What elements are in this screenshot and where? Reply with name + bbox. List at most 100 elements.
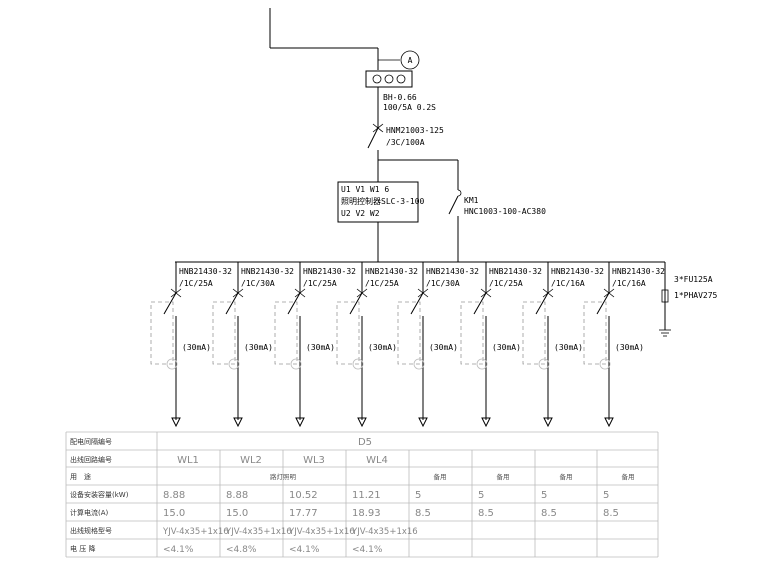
branch-2-rcd-label: (30mA) [244,343,273,352]
branch-1-rcd-box [150,301,174,365]
table-cable-cell: YJV-4x35+1x16 [288,527,355,537]
branch-7-breaker-model: HNB21430-32 [551,267,604,276]
branch-8-breaker-blade [596,292,610,315]
table-cable-cell: YJV-4x35+1x16 [162,527,229,537]
branch-2-rcd-box [212,301,236,365]
branch-8-rcd-box [583,301,607,365]
branch-7-arrow [543,417,553,428]
spd-fuse [661,289,669,303]
contactor-id: KM1 [464,196,479,205]
branch-7-breaker-blade [535,292,549,315]
branch-1-rcd-sensor [166,358,178,370]
branch-4-breaker-rating: /1C/25A [365,279,399,288]
main-breaker-blade [367,127,379,149]
branch-5-rcd-sensor [413,358,425,370]
branch-6-rcd-label: (30mA) [492,343,521,352]
table-current-cell: 17.77 [289,508,318,519]
controller-model: 照明控制器SLC-3-100 [341,196,425,206]
branch-5-arrow [418,417,428,428]
table-circuit-id: WL1 [177,455,199,466]
ct-coil-1 [372,74,382,84]
meter-marker-label: A [408,56,413,65]
branch-1-arrow [171,417,181,428]
table-purpose-spare: 备用 [497,472,510,481]
branch-4-breaker-blade [349,292,363,315]
table-row-label: 配电间隔编号 [70,437,112,446]
table-current-cell: 8.5 [478,508,494,519]
branch-5-breaker-blade [410,292,424,315]
branch-6-breaker-blade [473,292,487,315]
table-vdrop-cell: <4.1% [163,545,194,555]
controller-terminals-in: U1 V1 W1 6 [341,185,389,194]
branch-7-rcd-box [522,301,546,365]
branch-6-breaker-rating: /1C/25A [489,279,523,288]
branch-circuits: HNB21430-32/1C/25A (30mA) HNB21430-32/1C/3… [150,262,665,428]
table-circuit-id: WL4 [366,455,388,466]
ct-coil-2 [384,74,394,84]
table-row-label: 设备安装容量(kW) [70,490,129,499]
table-cable-cell: YJV-4x35+1x16 [351,527,418,537]
table-capacity-cell: 8.88 [163,490,185,501]
branch-3-rcd-sensor [290,358,302,370]
branch-3-rcd-label: (30mA) [306,343,335,352]
branch-3-breaker-blade [287,292,301,315]
table-row-label: 计算电流(A) [70,508,109,517]
branch-1-breaker-model: HNB21430-32 [179,267,232,276]
ct-ratio: 100/5A 0.2S [383,103,436,112]
table-cable-cell: YJV-4x35+1x16 [225,527,292,537]
branch-1-rcd-label: (30mA) [182,343,211,352]
branch-7-rcd-label: (30mA) [554,343,583,352]
table-current-cell: 15.0 [163,508,185,519]
contactor-model: HNC1003-100-AC380 [464,207,546,216]
table-capacity-cell: 5 [603,490,609,501]
contactor-blade [448,195,459,215]
main-breaker-model: HNM21003-125 [386,126,444,135]
ct-coil-3 [396,74,406,84]
spd-model-label: 1*PHAV275 [674,291,718,300]
table-current-cell: 15.0 [226,508,248,519]
branch-3-arrow [295,417,305,428]
branch-4-rcd-sensor [352,358,364,370]
table-row-label: 用 途 [70,472,91,481]
branch-8-breaker-rating: /1C/16A [612,279,646,288]
branch-4-breaker-model: HNB21430-32 [365,267,418,276]
table-purpose-spare: 备用 [434,472,447,481]
branch-4-arrow [357,417,367,428]
branch-8-rcd-sensor [599,358,611,370]
table-panel-id: D5 [358,437,372,448]
table-vdrop-cell: <4.1% [352,545,383,555]
table-circuit-id: WL2 [240,455,262,466]
main-breaker-rating: /3C/100A [386,138,425,147]
branch-4-rcd-box [336,301,360,365]
meter-marker-circle [400,50,420,70]
current-transformer [365,70,413,88]
branch-3-breaker-rating: /1C/25A [303,279,337,288]
branch-1-breaker-rating: /1C/25A [179,279,213,288]
controller-terminals-out: U2 V2 W2 [341,209,380,218]
branch-8-arrow [604,417,614,428]
table-row-label: 出线回路编号 [70,455,112,464]
branch-7-rcd-sensor [538,358,550,370]
branch-5-breaker-model: HNB21430-32 [426,267,479,276]
table-row-label: 电 压 降 [70,544,95,553]
table-vdrop-cell: <4.1% [289,545,320,555]
contactor-coil-mark [457,189,462,197]
branch-3-breaker-model: HNB21430-32 [303,267,356,276]
branch-8-rcd-label: (30mA) [615,343,644,352]
table-capacity-cell: 5 [415,490,421,501]
ct-type: BH-0.66 [383,93,417,102]
branch-5-breaker-rating: /1C/30A [426,279,460,288]
table-current-cell: 8.5 [415,508,431,519]
branch-1-breaker-blade [163,292,177,315]
table-purpose-spare: 备用 [622,472,635,481]
branch-2-breaker-rating: /1C/30A [241,279,275,288]
table-vdrop-cell: <4.8% [226,545,257,555]
branch-5-rcd-box [397,301,421,365]
table-row-label: 出线规格型号 [70,526,112,535]
table-capacity-cell: 11.21 [352,490,381,501]
table-current-cell: 18.93 [352,508,381,519]
branch-5-rcd-label: (30mA) [429,343,458,352]
table-current-cell: 8.5 [603,508,619,519]
